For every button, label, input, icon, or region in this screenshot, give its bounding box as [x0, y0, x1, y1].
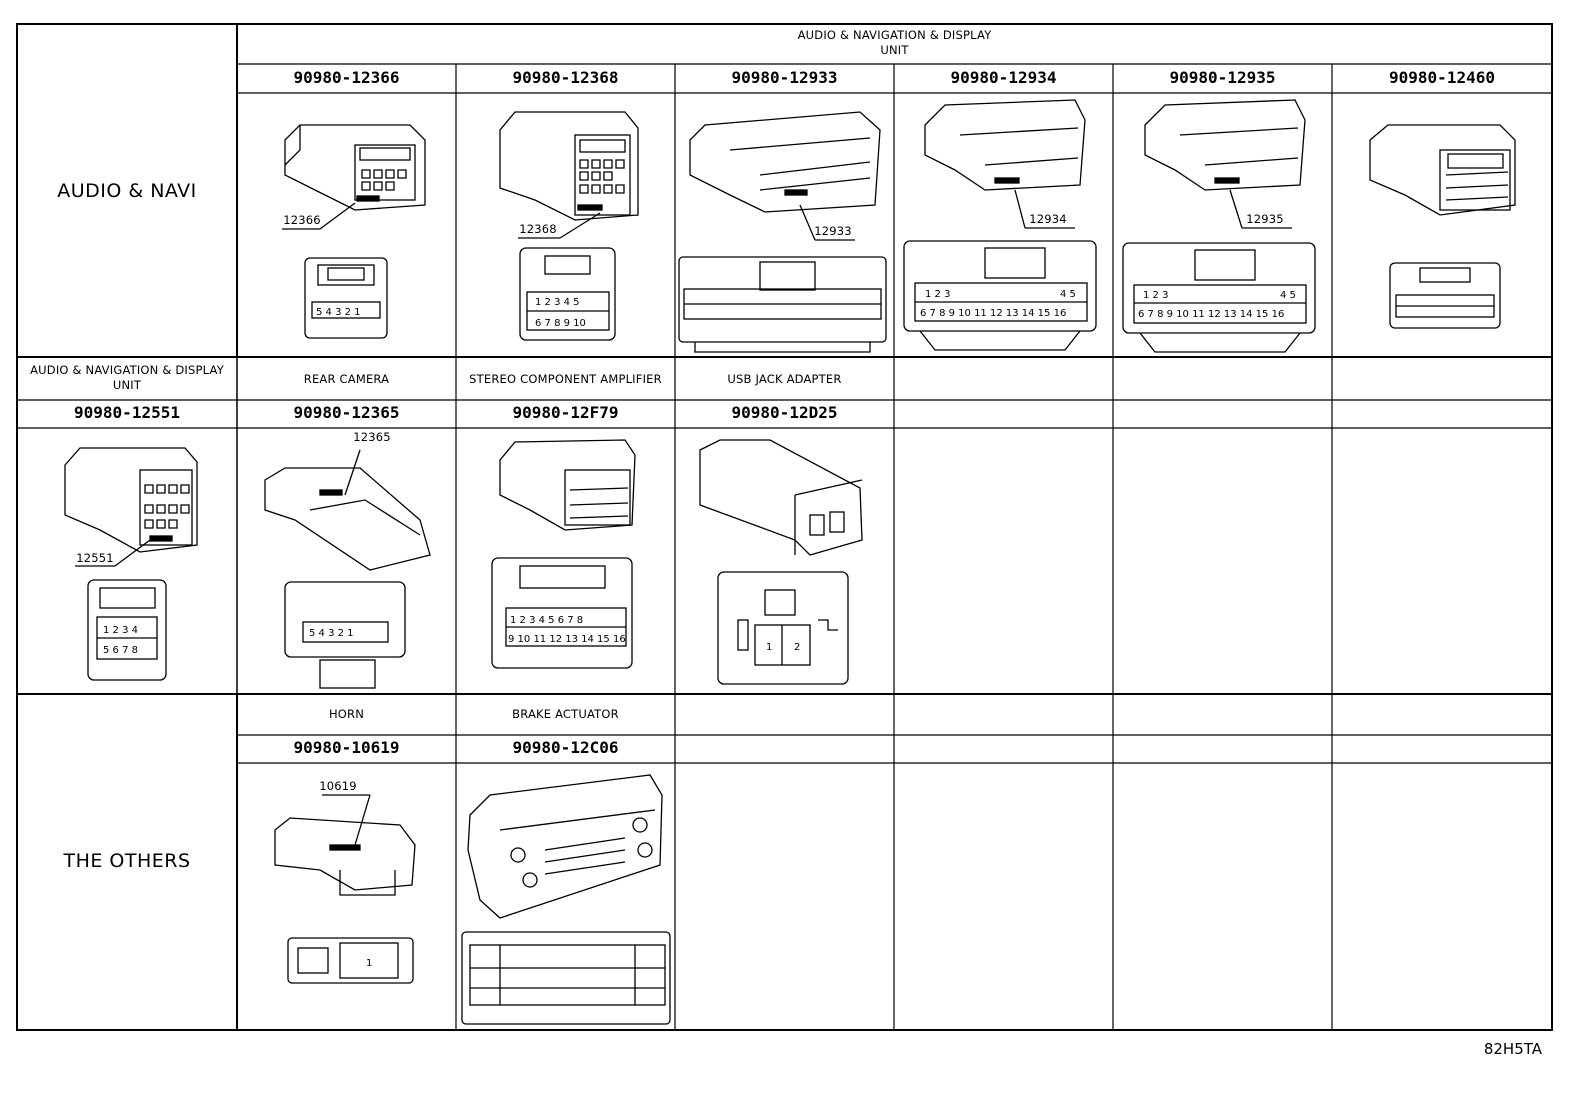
svg-text:4 5: 4 5 [1280, 290, 1296, 301]
connector-12f79-drawing [491, 439, 636, 669]
svg-text:6 7 8 9 10 11 12 13 14 15 16: 6 7 8 9 10 11 12 13 14 15 16 [920, 308, 1066, 319]
part-number: 90980-12551 [74, 403, 180, 422]
group-label-the-others: THE OTHERS [63, 850, 191, 872]
row2-description: USB JACK ADAPTER [727, 372, 842, 386]
callout-label: 12934 [1029, 212, 1067, 226]
connector-12366-drawing [282, 124, 426, 339]
connector-12934-drawing [903, 99, 1097, 351]
connector-12460-drawing [1369, 124, 1516, 329]
part-number: 90980-12C06 [512, 738, 619, 757]
row2-description: STEREO COMPONENT AMPLIFIER [469, 372, 662, 386]
connector-12933-drawing [678, 111, 887, 353]
callout-label: 12551 [76, 551, 114, 565]
connector-12551-drawing [64, 447, 198, 681]
callout-label: 10619 [319, 779, 357, 793]
row3-description: HORN [328, 707, 365, 721]
svg-text:2: 2 [794, 642, 800, 653]
svg-text:6 7 8 9 10 11 12 13 14 15 16: 6 7 8 9 10 11 12 13 14 15 16 [1138, 309, 1284, 320]
group-label-audio-navi: AUDIO & NAVI [57, 180, 197, 202]
connector-12935-drawing [1122, 99, 1316, 353]
svg-text:9 10 11 12 13 14 15 16: 9 10 11 12 13 14 15 16 [508, 634, 626, 645]
part-number: 90980-12366 [293, 68, 400, 87]
svg-text:1: 1 [766, 642, 772, 653]
pin-labels: 5 4 3 2 1 1 2 3 4 5 6 7 8 9 10 1 2 3 4 5… [103, 289, 1296, 969]
callout-label: 12368 [519, 222, 557, 236]
part-number: 90980-12365 [293, 403, 400, 422]
part-number: 90980-12D25 [731, 403, 838, 422]
callout-label: 12933 [814, 224, 852, 238]
row2-description: REAR CAMERA [303, 372, 390, 386]
part-number: 90980-12F79 [512, 403, 619, 422]
svg-text:1 2 3 4: 1 2 3 4 [103, 625, 138, 636]
part-number: 90980-12933 [731, 68, 838, 87]
svg-text:5 4 3 2 1: 5 4 3 2 1 [309, 628, 354, 639]
svg-text:5 6 7 8: 5 6 7 8 [103, 645, 138, 656]
svg-text:4 5: 4 5 [1060, 289, 1076, 300]
connector-12d25-drawing [699, 439, 863, 685]
part-number: 90980-10619 [293, 738, 400, 757]
part-number: 90980-12368 [512, 68, 619, 87]
part-number: 90980-12934 [950, 68, 1057, 87]
callout-label: 12366 [283, 213, 321, 227]
connector-12365-drawing [264, 449, 431, 689]
connector-12368-drawing [499, 111, 639, 341]
svg-text:1: 1 [366, 958, 372, 969]
svg-text:1 2 3: 1 2 3 [925, 289, 950, 300]
callout-label: 12365 [353, 430, 391, 444]
svg-text:1 2 3: 1 2 3 [1143, 290, 1168, 301]
svg-text:6 7 8 9 10: 6 7 8 9 10 [535, 318, 586, 329]
part-number: 90980-12460 [1389, 68, 1495, 87]
connector-12c06-drawing [461, 774, 671, 1025]
svg-text:5 4 3 2 1: 5 4 3 2 1 [316, 307, 361, 318]
svg-text:1 2 3 4 5 6 7 8: 1 2 3 4 5 6 7 8 [510, 615, 583, 626]
connector-10619-drawing [274, 794, 416, 984]
callout-label: 12935 [1246, 212, 1284, 226]
part-number: 90980-12935 [1169, 68, 1276, 87]
svg-text:1 2 3 4 5: 1 2 3 4 5 [535, 297, 580, 308]
row3-description: BRAKE ACTUATOR [512, 707, 619, 721]
diagram-code: 82H5TA [1483, 1040, 1542, 1058]
